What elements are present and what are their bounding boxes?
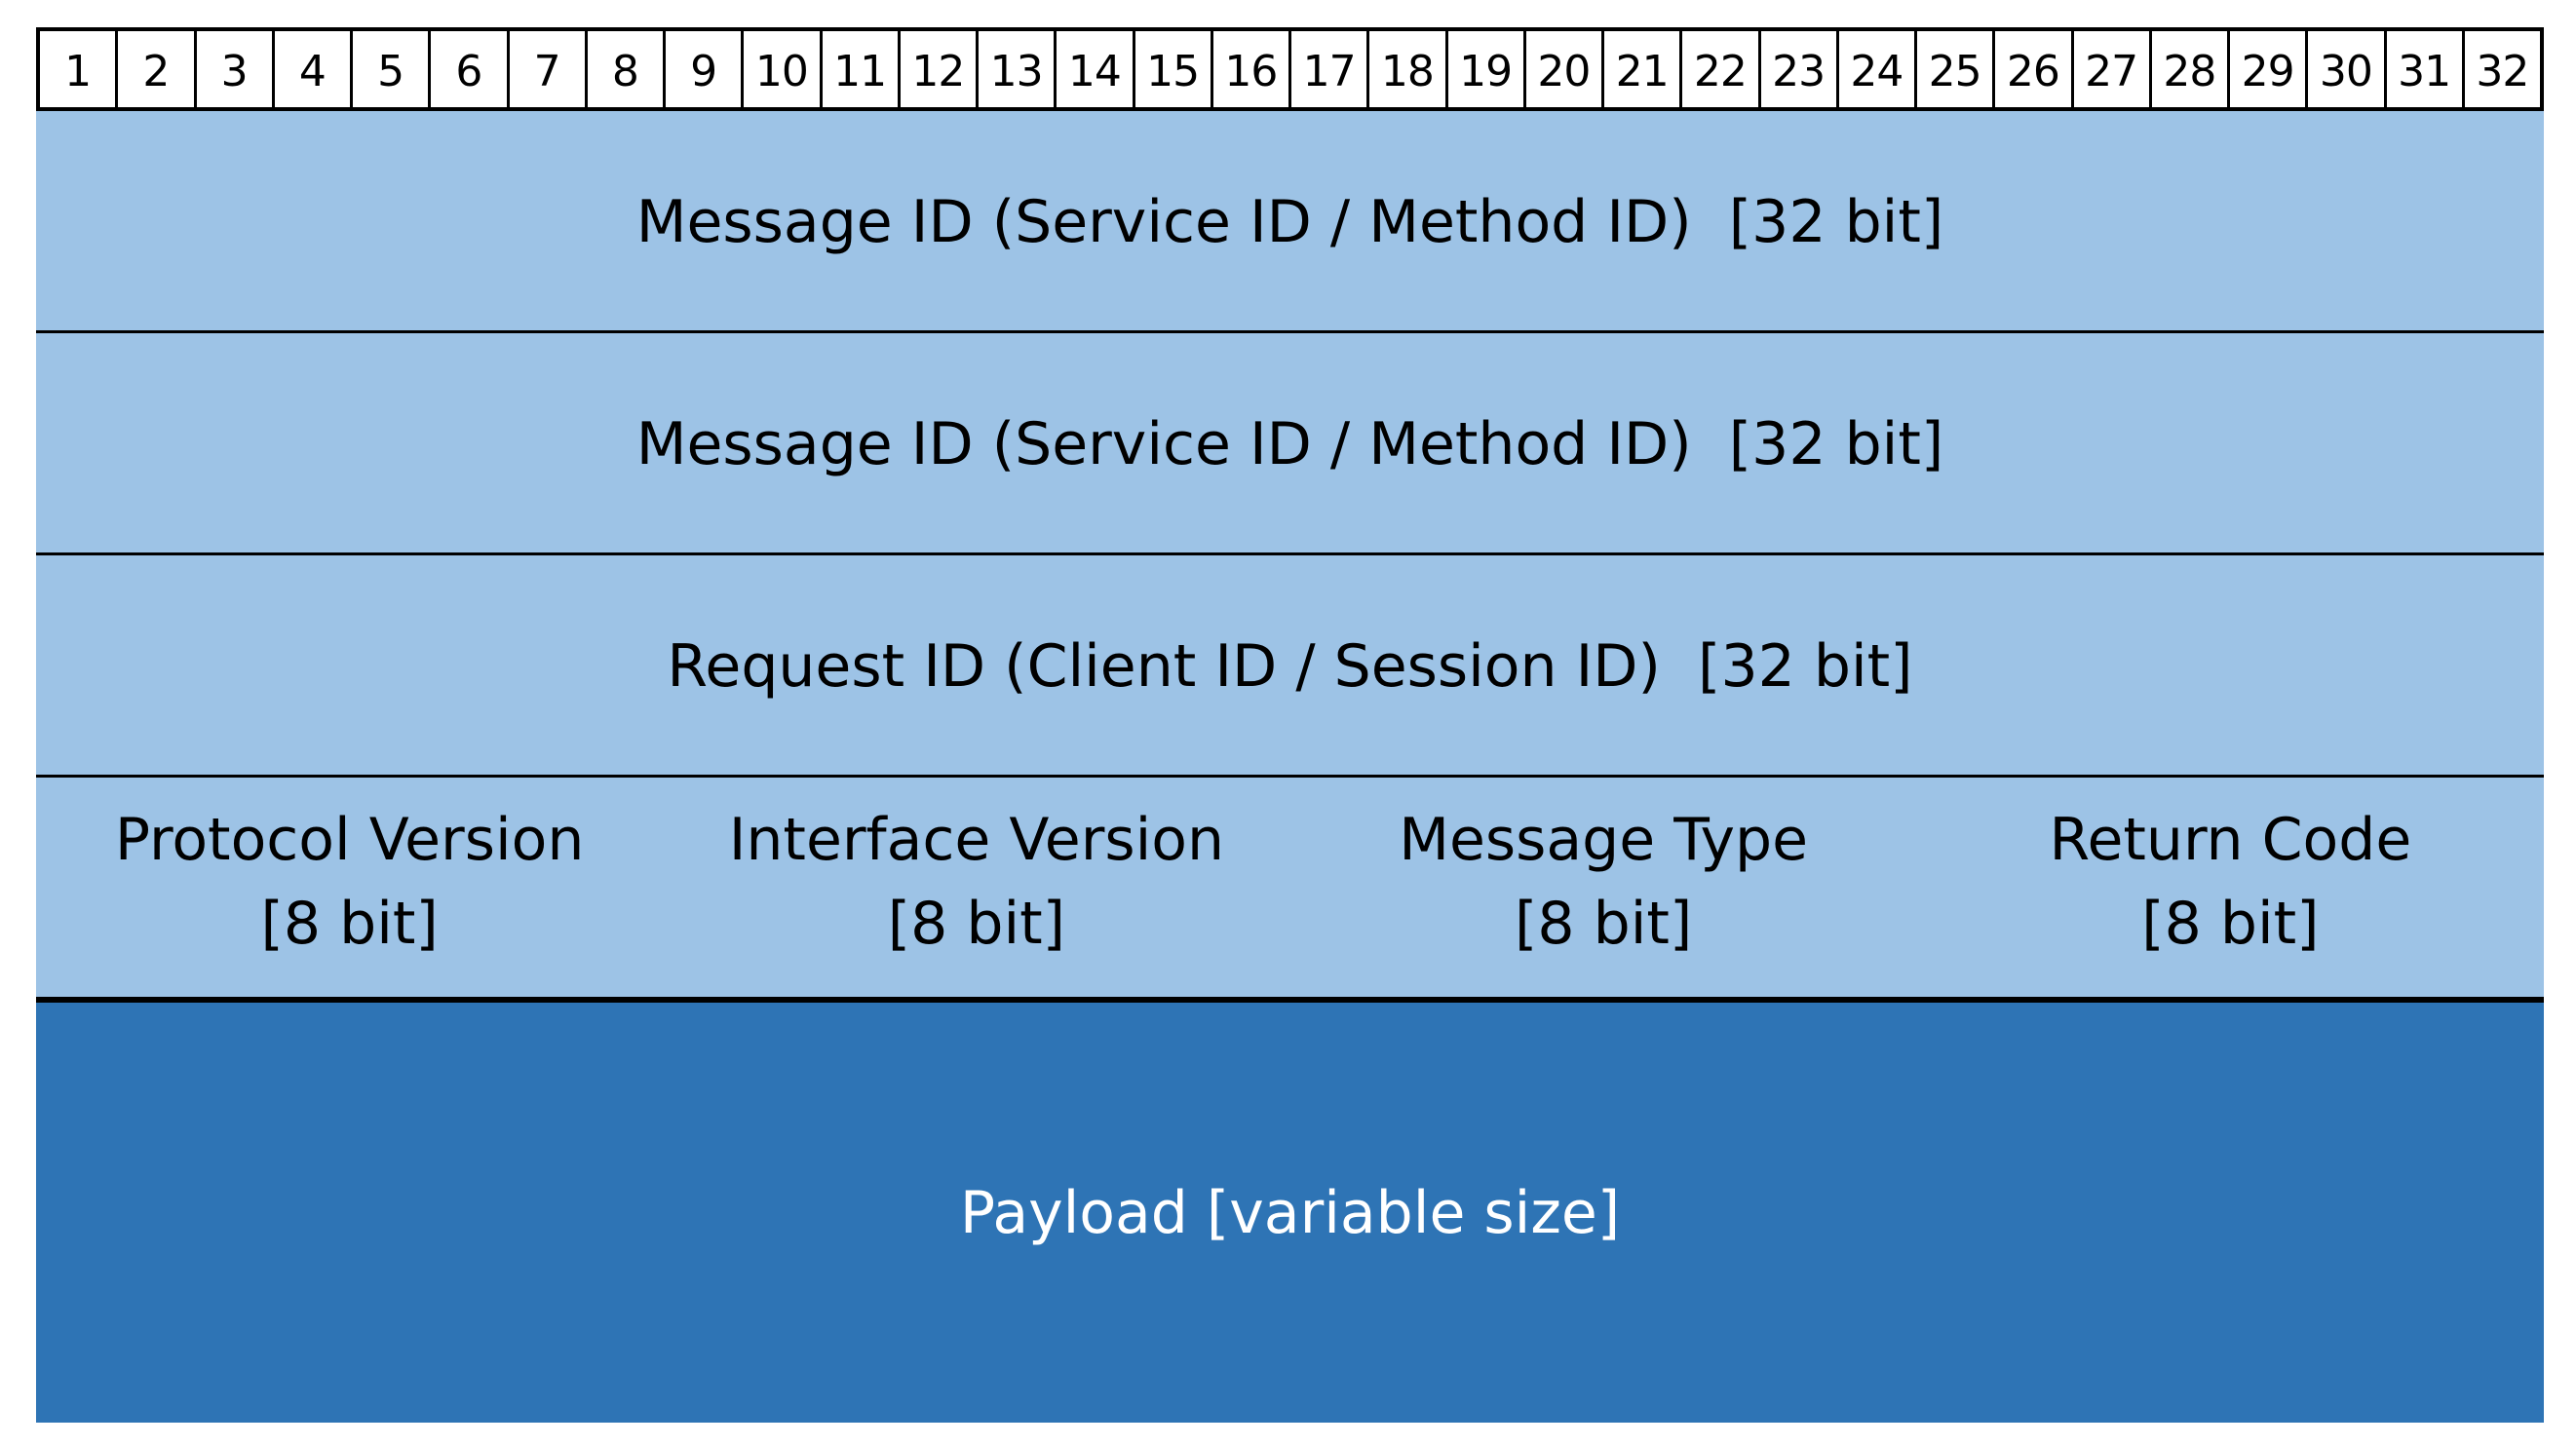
field-name: Return Code [2049, 806, 2412, 874]
payload-label: Payload [variable size] [959, 1178, 1621, 1247]
bit-cell: 16 [1213, 31, 1291, 107]
bit-cell: 2 [118, 31, 197, 107]
bit-cell: 5 [353, 31, 432, 107]
message-id-row: Message ID (Service ID / Method ID) [32 … [36, 111, 2544, 333]
bit-ruler: 1 2 3 4 5 6 7 8 9 10 11 12 13 14 15 16 1… [36, 27, 2544, 111]
request-id-row: Request ID (Client ID / Session ID) [32 … [36, 555, 2544, 778]
bit-cell: 11 [823, 31, 901, 107]
bit-cell: 25 [1917, 31, 1996, 107]
bit-cell: 22 [1682, 31, 1761, 107]
bit-cell: 27 [2074, 31, 2152, 107]
bit-cell: 29 [2230, 31, 2309, 107]
interface-version-field: Interface Version [8 bit] [663, 798, 1289, 966]
request-id-label: Request ID (Client ID / Session ID) [32 … [667, 632, 1913, 701]
field-size: [8 bit] [1514, 890, 1693, 958]
field-name: Protocol Version [114, 806, 585, 874]
bit-cell: 19 [1448, 31, 1526, 107]
bit-cell: 1 [40, 31, 119, 107]
bit-cell: 20 [1526, 31, 1604, 107]
field-size: [8 bit] [260, 890, 439, 958]
message-id-label-2: Message ID (Service ID / Method ID) [32 … [635, 410, 1944, 478]
field-name: Message Type [1399, 806, 1809, 874]
protocol-version-field: Protocol Version [8 bit] [36, 798, 663, 966]
bit-cell: 3 [197, 31, 275, 107]
field-size: [8 bit] [887, 890, 1066, 958]
bit-cell: 17 [1291, 31, 1370, 107]
bit-cell: 10 [744, 31, 823, 107]
bit-cell: 8 [588, 31, 666, 107]
bit-cell: 26 [1995, 31, 2074, 107]
bit-cell: 6 [431, 31, 510, 107]
bit-cell: 9 [666, 31, 745, 107]
bit-cell: 15 [1135, 31, 1213, 107]
row-divider [36, 997, 2544, 1003]
bit-cell: 30 [2308, 31, 2387, 107]
bit-cell: 18 [1369, 31, 1448, 107]
field-name: Interface Version [728, 806, 1225, 874]
bit-cell: 24 [1839, 31, 1917, 107]
bit-cell: 4 [275, 31, 353, 107]
bit-cell: 23 [1761, 31, 1839, 107]
return-code-field: Return Code [8 bit] [1917, 798, 2544, 966]
bit-cell: 14 [1057, 31, 1135, 107]
payload-block: Payload [variable size] [36, 1003, 2544, 1423]
packet-header-diagram: 1 2 3 4 5 6 7 8 9 10 11 12 13 14 15 16 1… [36, 27, 2544, 1423]
message-id-row-2: Message ID (Service ID / Method ID) [32 … [36, 333, 2544, 555]
bit-cell: 28 [2152, 31, 2230, 107]
version-type-code-row: Protocol Version [8 bit] Interface Versi… [36, 778, 2544, 1000]
field-size: [8 bit] [2141, 890, 2320, 958]
bit-cell: 12 [901, 31, 979, 107]
bit-cell: 13 [979, 31, 1057, 107]
message-type-field: Message Type [8 bit] [1290, 798, 1917, 966]
bit-cell: 7 [510, 31, 588, 107]
bit-cell: 31 [2387, 31, 2465, 107]
message-id-label: Message ID (Service ID / Method ID) [32 … [635, 188, 1944, 256]
bit-cell: 21 [1604, 31, 1683, 107]
bit-cell: 32 [2476, 46, 2529, 96]
